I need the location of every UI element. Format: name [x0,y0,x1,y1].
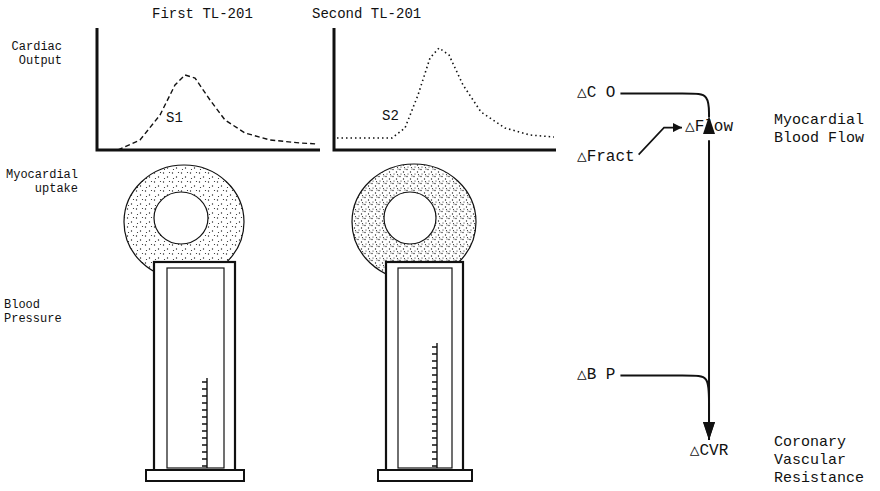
delta-term: △B P [576,366,616,385]
column-header: First TL-201 [152,6,253,23]
dilution-curve [337,48,554,138]
quantity-label: Myocardial Blood Flow [774,112,874,148]
delta-term: △CVR [689,442,729,461]
manometer [378,262,472,481]
output-plot [97,28,320,150]
manometer-frame [154,262,235,474]
plot-axes [334,28,556,150]
manometer-tube [167,268,224,468]
plot-axes [97,28,320,150]
manometer-base [378,470,472,481]
dilution-curve [118,75,318,150]
manometer-frame [386,262,463,474]
delta-term: △Flow [684,118,734,137]
manometer [146,262,244,481]
flow-arrow [620,94,709,117]
manometer-tube [398,268,452,468]
curve-label: S2 [382,108,399,125]
mercury-scale [432,343,437,468]
output-plot [334,28,556,150]
column-header: Second TL-201 [312,6,421,23]
delta-term: △Fract [576,148,636,167]
delta-text: △CVR [690,442,728,461]
row-label: Myocardial uptake [4,168,78,197]
row-label: Cardiac Output [4,40,62,69]
delta-text: △C O [577,84,615,103]
delta-text: △Fract [577,148,635,167]
quantity-label: Coronary Vascular Resistance [774,434,874,488]
delta-text: △B P [577,366,615,385]
delta-text: △Flow [685,118,733,137]
manometer-base [146,470,244,481]
flow-arrow [639,128,682,155]
mercury-scale [202,378,207,468]
flow-arrow [620,376,709,440]
row-label: Blood Pressure [4,298,68,327]
curve-label: S1 [166,110,183,127]
delta-term: △C O [576,84,616,103]
